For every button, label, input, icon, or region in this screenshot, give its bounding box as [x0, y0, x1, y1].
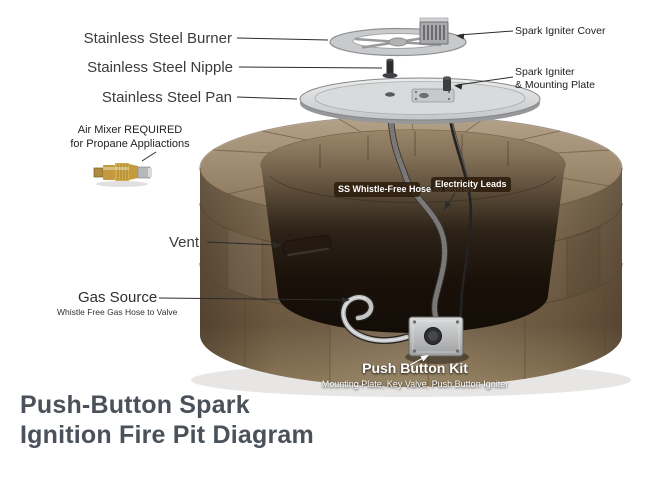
spark-igniter-cover [419, 17, 449, 45]
label-air-mixer-line1: Air Mixer REQUIRED [77, 124, 183, 136]
label-spark-igniter-line1: Spark Igniter [515, 66, 575, 78]
label-push-button-kit: Push Button Kit [362, 360, 468, 376]
diagram-title-line2: Ignition Fire Pit Diagram [20, 421, 314, 449]
label-electricity-leads: Electricity Leads [431, 177, 511, 192]
label-whistle-free-hose-line1: SS Whistle-Free [338, 184, 407, 194]
air-mixer-fitting [93, 163, 152, 187]
label-stainless-steel-pan: Stainless Steel Pan [101, 89, 232, 106]
label-spark-igniter-mounting-plate: Spark Igniter & Mounting Plate [515, 66, 630, 91]
spark-igniter [443, 76, 451, 91]
label-air-mixer: Air Mixer REQUIRED for Propane Appliacti… [50, 123, 210, 151]
push-button-kit-box [405, 316, 469, 364]
stainless-steel-nipple [382, 58, 398, 79]
vent-slot [282, 234, 332, 257]
leader-lines [141, 30, 514, 366]
label-spark-igniter-line2: & Mounting Plate [515, 78, 595, 91]
igniter-mounting-plate [411, 88, 455, 103]
label-air-mixer-line2: for Propane Appliactions [70, 138, 190, 150]
diagram-title-line1: Push-Button Spark [20, 391, 250, 419]
label-vent: Vent [169, 234, 200, 251]
label-stainless-steel-burner: Stainless Steel Burner [83, 30, 232, 47]
label-push-button-kit-sub: Mounting Plate, Key Valve, Push Button I… [321, 379, 509, 389]
label-gas-source-sub: Whistle Free Gas Hose to Valve [57, 307, 178, 317]
nipple-port [385, 92, 395, 97]
burner-hose [387, 118, 448, 322]
fire-pit-interior [261, 130, 565, 333]
gas-hose-coil [339, 293, 411, 344]
label-spark-igniter-cover: Spark Igniter Cover [515, 25, 606, 37]
label-whistle-free-hose: SS Whistle-Free Hose to Burner [334, 182, 474, 197]
label-stainless-steel-nipple: Stainless Steel Nipple [87, 59, 233, 76]
label-gas-source: Gas Source [78, 289, 158, 306]
stainless-steel-pan [299, 76, 541, 124]
stainless-steel-burner [329, 17, 467, 57]
leader-arrowheads [272, 33, 465, 362]
